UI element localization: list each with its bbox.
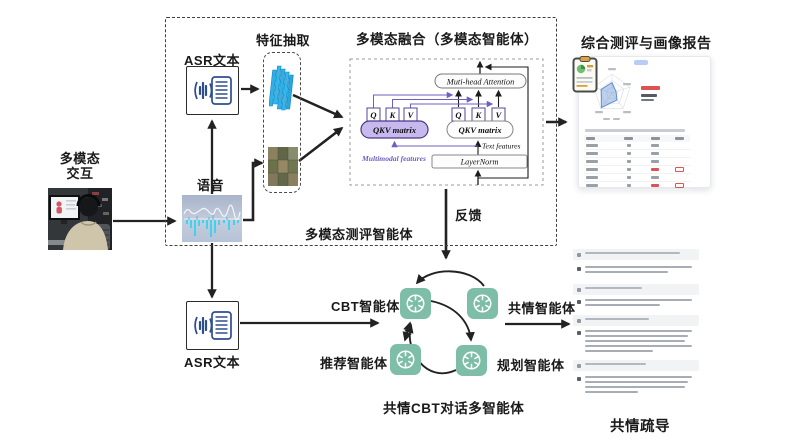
report-table-row	[584, 142, 690, 150]
visual-feature-patch	[268, 147, 298, 186]
user-bullet-icon	[577, 319, 581, 323]
qkv-boxes-right	[451, 107, 506, 122]
report-risk-text	[641, 86, 660, 90]
layernorm-label: LayerNorm	[460, 158, 499, 167]
report-risk-sub2	[641, 98, 654, 102]
speech-to-text-icon	[193, 310, 232, 340]
report-table-row	[584, 166, 690, 174]
chat-row	[573, 284, 699, 295]
chat-row	[573, 315, 699, 326]
report-table-row	[584, 182, 690, 190]
agent-label-cbt: CBT智能体	[331, 299, 400, 314]
clipboard-thumbnail	[572, 56, 598, 93]
chat-row	[573, 296, 699, 312]
user-bullet-icon	[577, 288, 581, 292]
cluster-title: 共情CBT对话多智能体	[383, 401, 525, 416]
interaction-label: 多模态 交互	[50, 151, 110, 182]
mha-box	[434, 73, 527, 89]
asr-bottom-box	[186, 301, 239, 350]
q-label-2: Q	[455, 110, 461, 120]
agent-bullet-icon	[577, 267, 581, 271]
arrow-audiofeat-to-fusion	[292, 93, 344, 119]
report-title: 综合测评与画像报告	[581, 35, 712, 51]
user-bullet-icon	[577, 253, 581, 257]
report-table-row	[584, 158, 690, 166]
arrow-speech-to-visual-feature	[243, 158, 264, 222]
agent-label-empathy: 共情智能体	[508, 301, 576, 316]
report-table-body	[584, 142, 690, 190]
speech-to-text-icon	[193, 75, 232, 105]
feedback-label: 反馈	[455, 208, 483, 223]
user-photo	[48, 188, 112, 250]
audio-feature-slices	[269, 65, 294, 111]
assessment-agent-box	[165, 17, 557, 246]
agent-icon-2	[390, 344, 421, 375]
k-label-2: K	[475, 110, 483, 120]
feature-extraction-label: 特征抽取	[256, 33, 311, 48]
chat-row	[573, 360, 699, 371]
feature-box	[263, 52, 301, 193]
agent-icon-3	[456, 345, 487, 376]
mha-label: Muti-head Attention	[446, 78, 515, 87]
report-table	[584, 135, 690, 190]
q-label: Q	[370, 110, 376, 120]
chat-row	[573, 373, 699, 399]
counseling-title: 共情疏导	[610, 419, 670, 435]
chat-row	[573, 263, 699, 279]
report-desc-line1	[585, 129, 685, 132]
arrow-visualfeat-to-fusion	[298, 126, 344, 163]
qkv-boxes-left	[366, 107, 418, 122]
v-label-2: V	[496, 110, 503, 120]
agent-label-planning: 规划智能体	[497, 358, 565, 373]
asr-top-label: ASR文本	[184, 53, 240, 68]
layernorm-box	[431, 154, 528, 169]
chat-row	[573, 327, 699, 358]
assessment-agent-label: 多模态测评智能体	[305, 227, 414, 242]
counseling-thread	[573, 0, 699, 444]
agent-icon-1	[467, 288, 498, 319]
report-table-row	[584, 150, 690, 158]
agent-icon-0	[400, 288, 431, 319]
asr-top-box	[186, 66, 239, 115]
qkv-matrix-label-left: QKV matrix	[373, 125, 417, 135]
asr-bottom-label: ASR文本	[184, 355, 240, 370]
chat-row	[573, 249, 699, 260]
interaction-label-line1: 多模态	[59, 151, 101, 166]
user-bullet-icon	[577, 364, 581, 368]
agent-bullet-icon	[577, 377, 581, 381]
fusion-title: 多模态融合（多模态智能体）	[356, 32, 538, 47]
multimodal-features-label: Multimodal features	[361, 154, 426, 163]
report-tab-pill	[634, 60, 648, 65]
report-card	[578, 56, 711, 190]
fusion-diagram: Muti-head Attention Q K V Q K V QKV matr…	[349, 58, 544, 186]
report-table-row	[584, 174, 690, 182]
k-label: K	[389, 110, 397, 120]
qkv-matrix-label-right: QKV matrix	[458, 125, 502, 135]
report-risk-sub1	[641, 94, 657, 97]
agent-label-recommend: 推荐智能体	[320, 356, 388, 371]
speech-waveform-image	[182, 195, 242, 242]
text-features-label: Text features	[482, 142, 521, 151]
report-table-header	[584, 135, 690, 142]
v-label: V	[408, 110, 415, 120]
qkv-matrix-multimodal	[360, 120, 429, 139]
qkv-matrix-text	[446, 120, 514, 139]
agent-bullet-icon	[577, 300, 581, 304]
speech-label: 语音	[197, 178, 225, 193]
agent-bullet-icon	[577, 331, 581, 335]
interaction-label-line2: 交互	[66, 165, 94, 181]
